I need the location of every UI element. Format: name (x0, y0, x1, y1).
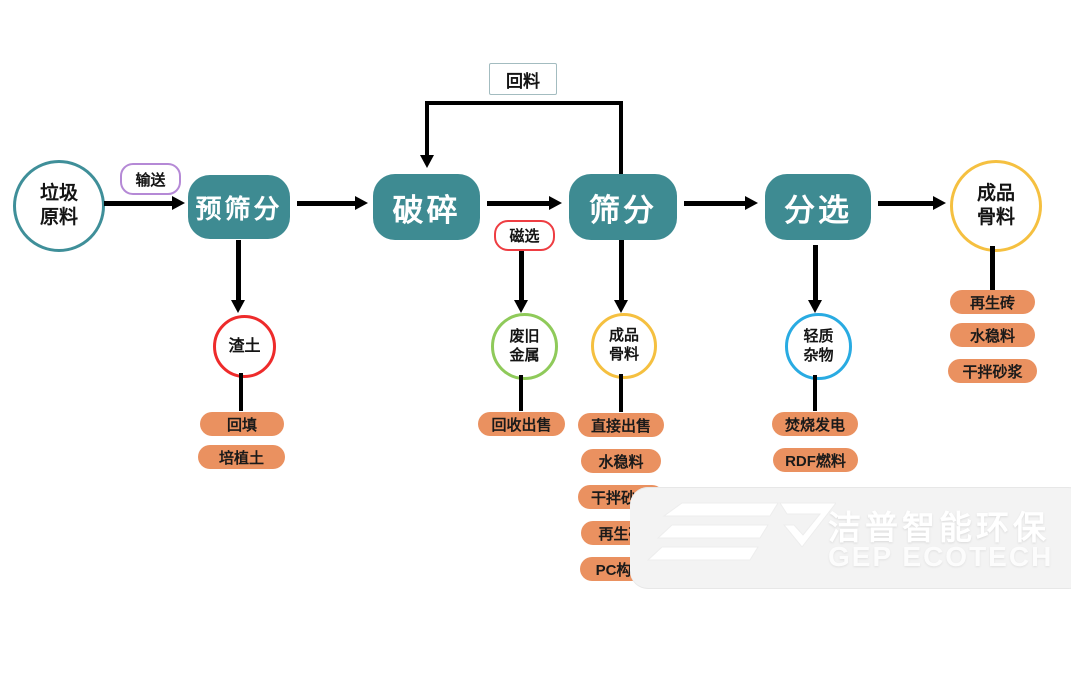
recycle-line-right (619, 101, 623, 174)
stage-screen-label: 筛分 (589, 192, 657, 228)
source-label-line2: 原料 (39, 207, 78, 228)
aggregate-connector (619, 374, 623, 412)
stage-sort-label: 分选 (784, 192, 852, 228)
stage-prescreen-label: 预筛分 (195, 193, 283, 224)
output-dry-mortar-2-label: 干拌砂浆 (962, 363, 1023, 381)
aggregate-label-line2: 骨料 (608, 346, 639, 363)
residue-connector (239, 373, 243, 411)
product-label-line1: 成品 (976, 183, 1015, 205)
output-incineration: 焚烧发电 (772, 412, 858, 436)
output-planting-soil-label: 培植土 (218, 449, 264, 467)
output-resale-label: 回收出售 (491, 416, 552, 434)
output-recycled-brick-2: 再生砖 (950, 290, 1035, 314)
stage-crush-label: 破碎 (392, 192, 461, 228)
arrow-sort-down (808, 245, 822, 313)
output-incineration-label: 焚烧发电 (784, 416, 845, 434)
transport-tag: 输送 (120, 163, 181, 195)
source-label-line1: 垃圾 (39, 183, 78, 205)
output-rdf-fuel-label: RDF燃料 (785, 452, 846, 470)
watermark-band: 洁普智能环保 GEP ECOTECH (630, 487, 1071, 589)
output-resale: 回收出售 (478, 412, 565, 436)
recycle-label: 回料 (506, 71, 540, 91)
arrow-crush-to-screen (487, 196, 562, 210)
magnetic-tag: 磁选 (494, 220, 555, 251)
stage-screen: 筛分 (569, 174, 677, 240)
gep-logo-icon (646, 502, 836, 561)
product-label-line2: 骨料 (976, 207, 1015, 228)
residue-node: 渣土 (213, 315, 276, 378)
product-connector (990, 246, 995, 290)
recycle-line-top (425, 101, 623, 105)
output-direct-sale-label: 直接出售 (590, 417, 651, 435)
arrow-sort-to-product (878, 196, 946, 210)
scrap-metal-node: 废旧 金属 (491, 313, 558, 380)
output-water-stable: 水稳料 (581, 449, 661, 473)
recycle-arrow-into-crush (419, 103, 434, 168)
light-waste-label-line2: 杂物 (803, 346, 834, 364)
scrap-metal-label-line1: 废旧 (509, 327, 540, 345)
transport-label: 输送 (135, 171, 166, 189)
light-waste-node: 轻质 杂物 (785, 313, 852, 380)
stage-sort: 分选 (765, 174, 871, 240)
output-direct-sale: 直接出售 (578, 413, 664, 437)
magnetic-label: 磁选 (509, 228, 540, 245)
light-waste-label-line1: 轻质 (803, 327, 834, 345)
scrap-metal-label-line2: 金属 (509, 346, 540, 364)
source-node: 垃圾 原料 (13, 160, 105, 252)
output-water-stable-2: 水稳料 (950, 323, 1035, 347)
output-backfill-label: 回填 (226, 416, 257, 434)
arrow-prescreen-to-crush (297, 196, 368, 210)
arrow-screen-down (614, 240, 628, 313)
output-water-stable-label: 水稳料 (598, 453, 644, 471)
stage-prescreen: 预筛分 (188, 175, 290, 239)
output-recycled-brick-2-label: 再生砖 (969, 294, 1015, 312)
aggregate-node: 成品 骨料 (591, 313, 657, 379)
arrow-screen-to-sort (684, 196, 758, 210)
output-planting-soil: 培植土 (198, 445, 285, 469)
scrap-metal-connector (519, 375, 523, 411)
output-water-stable-2-label: 水稳料 (969, 327, 1015, 345)
arrow-magnetic-down (514, 249, 528, 313)
output-rdf-fuel: RDF燃料 (773, 448, 858, 472)
residue-label: 渣土 (228, 337, 261, 355)
arrow-prescreen-down (231, 240, 245, 313)
watermark-en-text: GEP ECOTECH (828, 541, 1054, 572)
arrow-source-to-prescreen (104, 196, 185, 210)
stage-crush: 破碎 (373, 174, 480, 240)
output-dry-mortar-2: 干拌砂浆 (948, 359, 1037, 383)
product-node: 成品 骨料 (950, 160, 1042, 252)
aggregate-label-line1: 成品 (608, 327, 639, 345)
recycle-tag: 回料 (489, 63, 557, 95)
watermark-cn-text: 洁普智能环保 (828, 509, 1050, 546)
light-waste-connector (813, 375, 817, 411)
output-backfill: 回填 (200, 412, 284, 436)
